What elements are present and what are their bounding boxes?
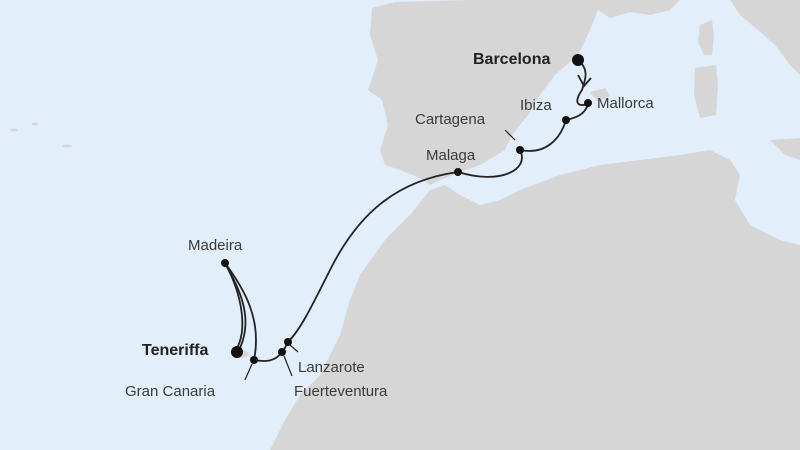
sardinia bbox=[694, 65, 718, 118]
dot-cartagena bbox=[516, 146, 524, 154]
sicily bbox=[770, 138, 800, 160]
dot-teneriffa bbox=[231, 346, 243, 358]
azores-2 bbox=[32, 122, 38, 126]
north-africa bbox=[270, 150, 800, 450]
port-label-madeira: Madeira bbox=[188, 237, 243, 254]
azores-1 bbox=[10, 128, 18, 132]
dot-ibiza bbox=[562, 116, 570, 124]
dot-lanzarote bbox=[284, 338, 292, 346]
iberian-peninsula bbox=[368, 0, 598, 185]
port-dots bbox=[221, 54, 592, 364]
port-label-cartagena: Cartagena bbox=[415, 111, 486, 128]
azores-3 bbox=[62, 144, 72, 148]
land bbox=[10, 0, 800, 450]
corsica bbox=[698, 20, 714, 55]
port-label-barcelona: Barcelona bbox=[473, 51, 551, 68]
port-label-lanzarote: Lanzarote bbox=[298, 359, 365, 376]
port-label-mallorca: Mallorca bbox=[597, 95, 654, 112]
france bbox=[590, 0, 680, 18]
mallorca-island bbox=[590, 88, 610, 102]
dot-gran-canaria bbox=[250, 356, 258, 364]
port-label-gran-canaria: Gran Canaria bbox=[125, 383, 216, 400]
port-label-malaga: Malaga bbox=[426, 147, 476, 164]
dot-madeira bbox=[221, 259, 229, 267]
italy bbox=[730, 0, 800, 75]
dot-barcelona bbox=[572, 54, 584, 66]
port-label-ibiza: Ibiza bbox=[520, 97, 552, 114]
port-label-teneriffa: Teneriffa bbox=[142, 342, 209, 359]
dot-malaga bbox=[454, 168, 462, 176]
dot-mallorca bbox=[584, 99, 592, 107]
dot-fuerteventura bbox=[278, 348, 286, 356]
port-label-fuerteventura: Fuerteventura bbox=[294, 383, 388, 400]
route-direction-arrow bbox=[577, 74, 592, 88]
